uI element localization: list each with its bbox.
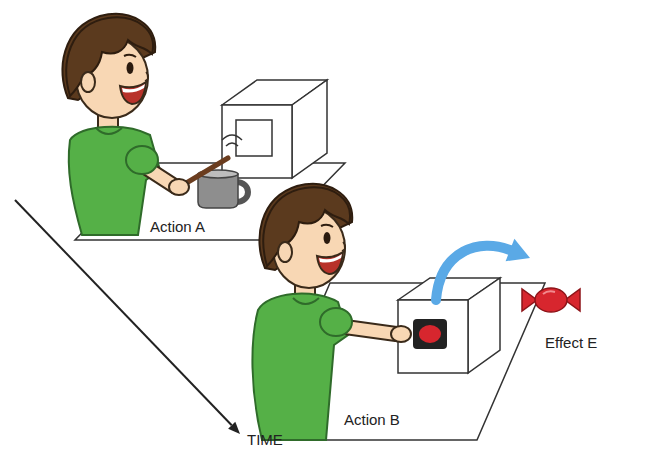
effect-label: Effect E <box>545 334 597 352</box>
candy-body <box>535 288 567 312</box>
motion-mark <box>226 143 238 146</box>
head <box>259 184 352 288</box>
table-top <box>262 283 545 440</box>
sleeve <box>126 146 158 174</box>
box-front <box>222 105 292 178</box>
mug-body <box>198 174 238 208</box>
table-outline <box>262 283 545 440</box>
collar <box>96 128 122 134</box>
box-b <box>398 278 500 373</box>
head <box>62 14 155 118</box>
collar <box>293 298 319 304</box>
hand <box>391 326 411 342</box>
time-arrowhead <box>228 422 240 434</box>
effect-label-holder: Effect E <box>545 334 597 352</box>
motion-mark <box>222 135 242 140</box>
table-outline <box>75 163 345 240</box>
action-label: Action A <box>150 218 205 236</box>
axis-label: TIME <box>247 431 283 449</box>
effect-arrow <box>436 246 510 300</box>
candy-shine <box>543 291 555 294</box>
table-panel: Action B <box>262 283 545 440</box>
box-window <box>236 120 272 156</box>
box-a <box>222 80 327 178</box>
axis-label-holder: TIME <box>247 431 283 449</box>
sleeve <box>320 308 352 336</box>
table-panel: Action A <box>75 163 345 240</box>
button <box>419 325 441 343</box>
table-top <box>75 163 345 240</box>
hand <box>169 179 189 195</box>
button-frame <box>413 319 447 349</box>
effect-arrowhead <box>506 239 530 261</box>
action-label: Action B <box>344 411 400 429</box>
